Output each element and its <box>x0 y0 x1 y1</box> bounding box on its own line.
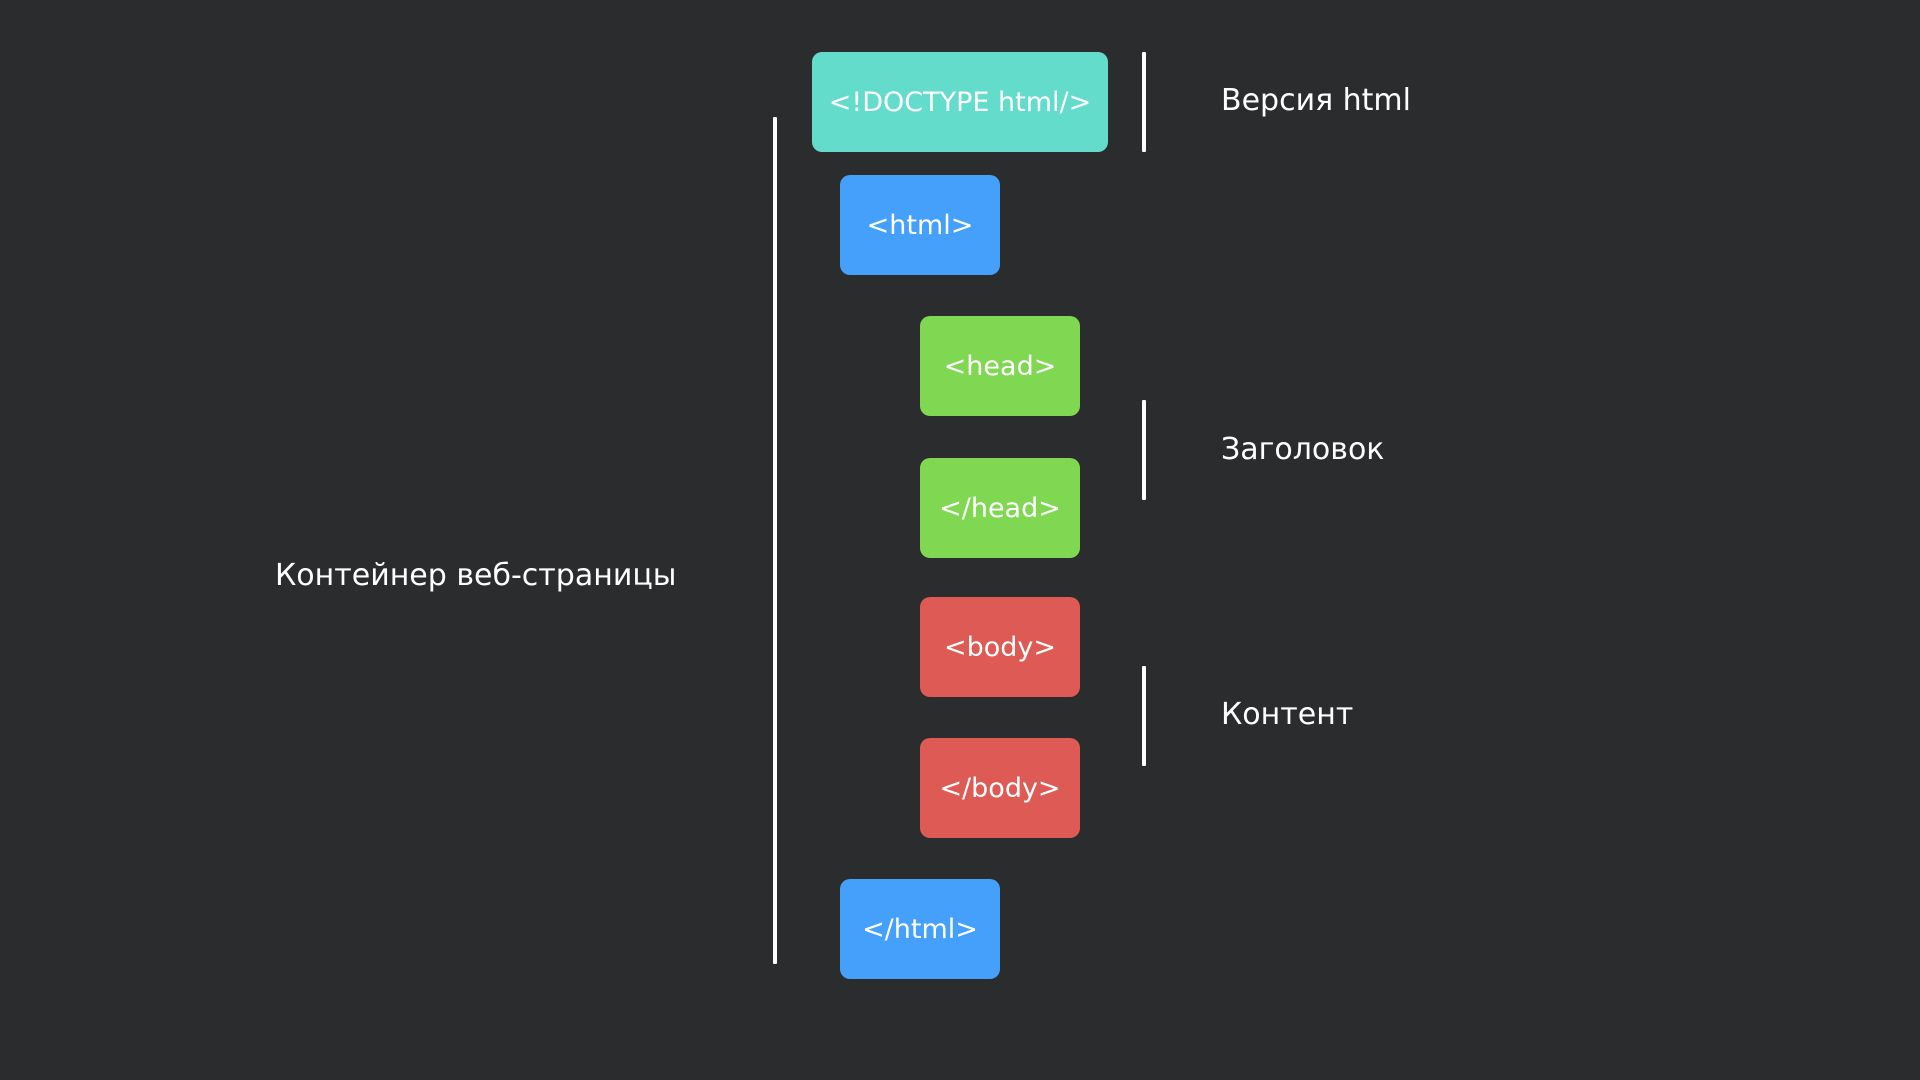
header-label: Заголовок <box>1221 432 1385 467</box>
doctype-tag: <!DOCTYPE html/> <box>812 52 1108 152</box>
version-label: Версия html <box>1221 83 1411 118</box>
body-open-tag: <body> <box>920 597 1080 697</box>
html-open-tag: <html> <box>840 175 1000 275</box>
header-bracket-line <box>1142 400 1146 500</box>
content-bracket-line <box>1142 666 1146 766</box>
html-close-tag: </html> <box>840 879 1000 979</box>
content-label: Контент <box>1221 697 1354 732</box>
container-bracket-line <box>773 117 777 964</box>
head-close-tag: </head> <box>920 458 1080 558</box>
body-close-tag: </body> <box>920 738 1080 838</box>
head-open-tag: <head> <box>920 316 1080 416</box>
version-bracket-line <box>1142 52 1146 152</box>
container-label: Контейнер веб-страницы <box>275 558 677 593</box>
